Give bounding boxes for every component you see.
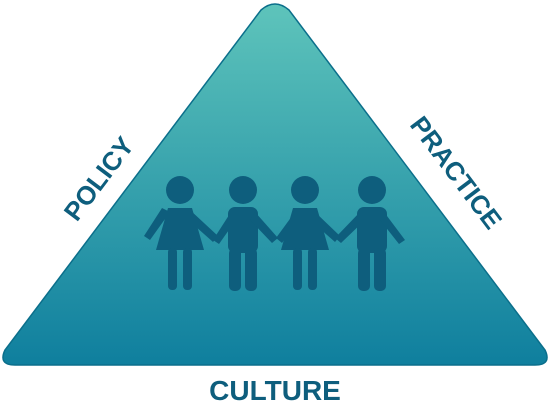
boy-icon [335,176,405,291]
triangle-shape [2,3,548,366]
boy-icon [213,176,278,291]
girl-icon [144,176,218,290]
girl-icon [276,176,340,290]
label-culture: CULTURE [209,375,341,406]
people-group [144,176,405,291]
